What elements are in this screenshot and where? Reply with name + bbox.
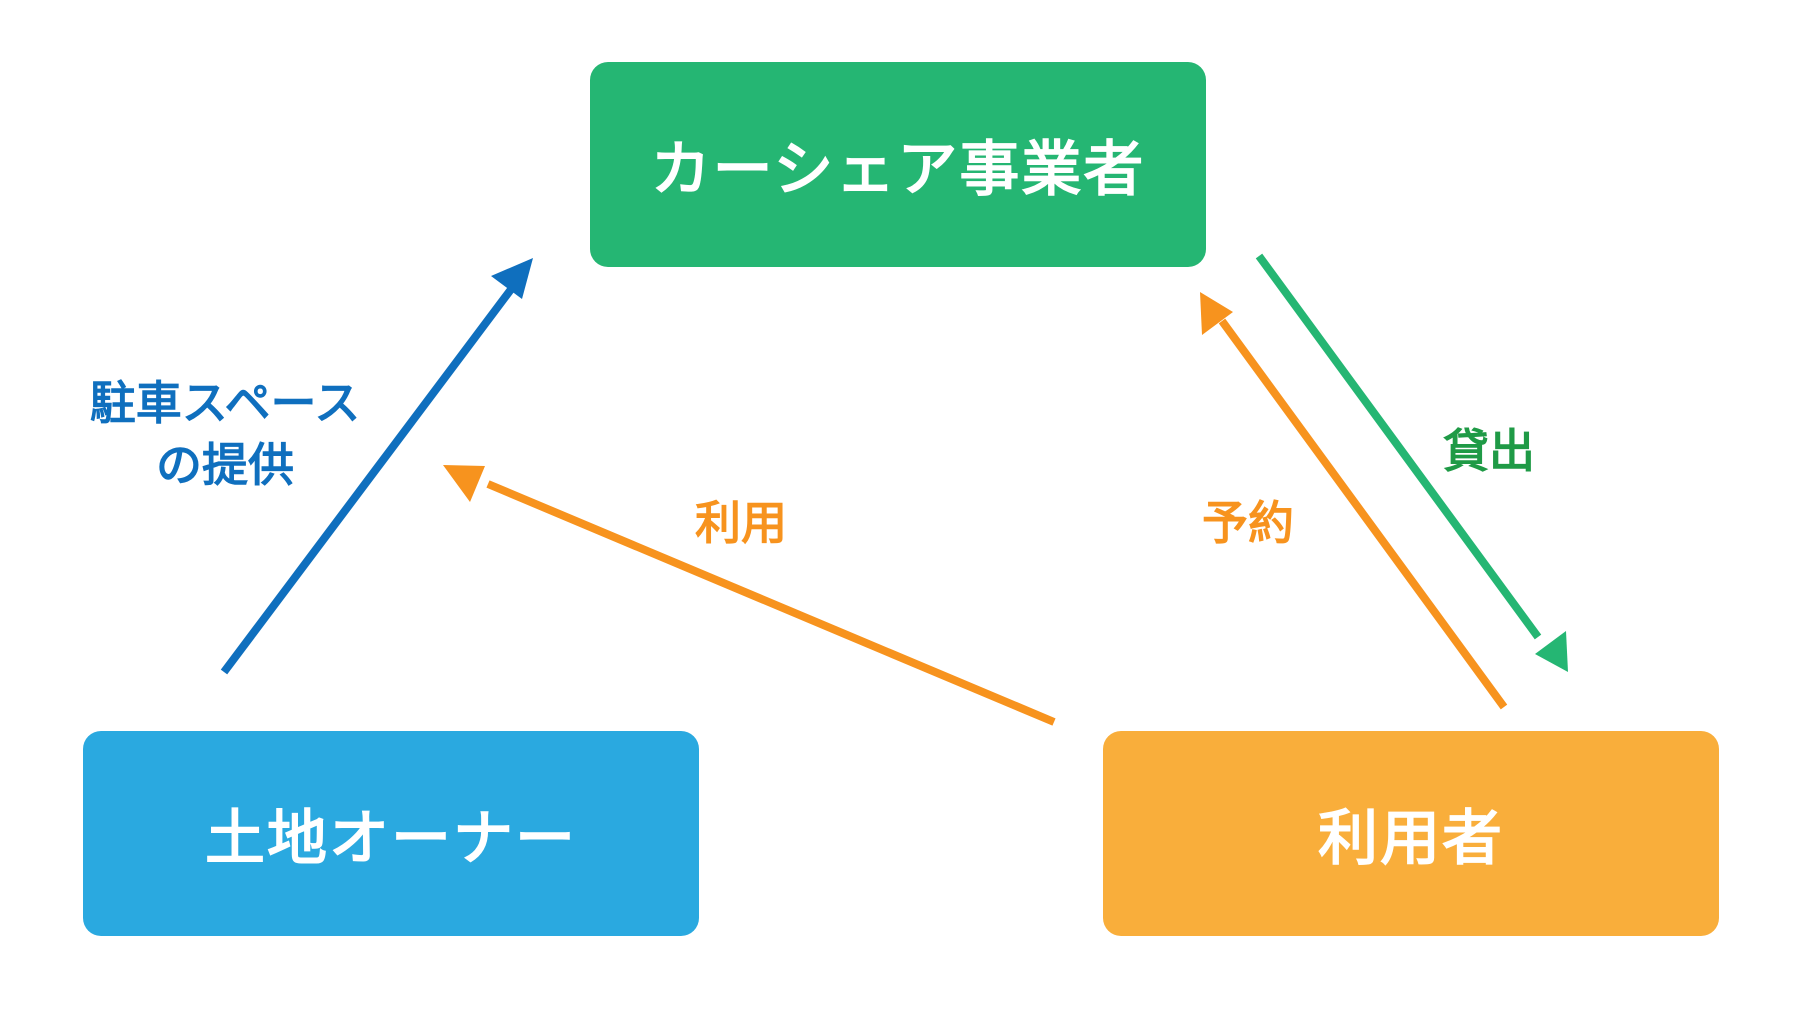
lend-arrow-line xyxy=(1255,253,1542,640)
car-share-operator-label: カーシェア事業者 xyxy=(650,135,1146,205)
car-share-operator-box: カーシェア事業者 xyxy=(590,62,1206,267)
use-label: 利用 xyxy=(695,496,787,550)
reserve-arrow-line xyxy=(1218,318,1508,710)
use-arrow-line xyxy=(486,480,1056,726)
user-box: 利用者 xyxy=(1103,731,1719,936)
reserve-label: 予約 xyxy=(1202,496,1294,550)
land-owner-label: 土地オーナー xyxy=(205,804,577,874)
parking-arrow-line xyxy=(220,285,516,675)
lend-arrow-head xyxy=(1535,631,1568,672)
reserve-arrow-head xyxy=(1200,292,1233,335)
use-arrow-head xyxy=(443,465,485,502)
parking-space-label: 駐車スペース の提供 xyxy=(70,372,380,496)
parking-arrow-head xyxy=(491,258,533,299)
parking-space-label-line2: の提供 xyxy=(156,438,294,493)
lend-label: 貸出 xyxy=(1443,424,1535,478)
user-label: 利用者 xyxy=(1318,804,1504,874)
parking-space-label-line1: 駐車スペース xyxy=(89,376,361,430)
land-owner-box: 土地オーナー xyxy=(83,731,699,936)
